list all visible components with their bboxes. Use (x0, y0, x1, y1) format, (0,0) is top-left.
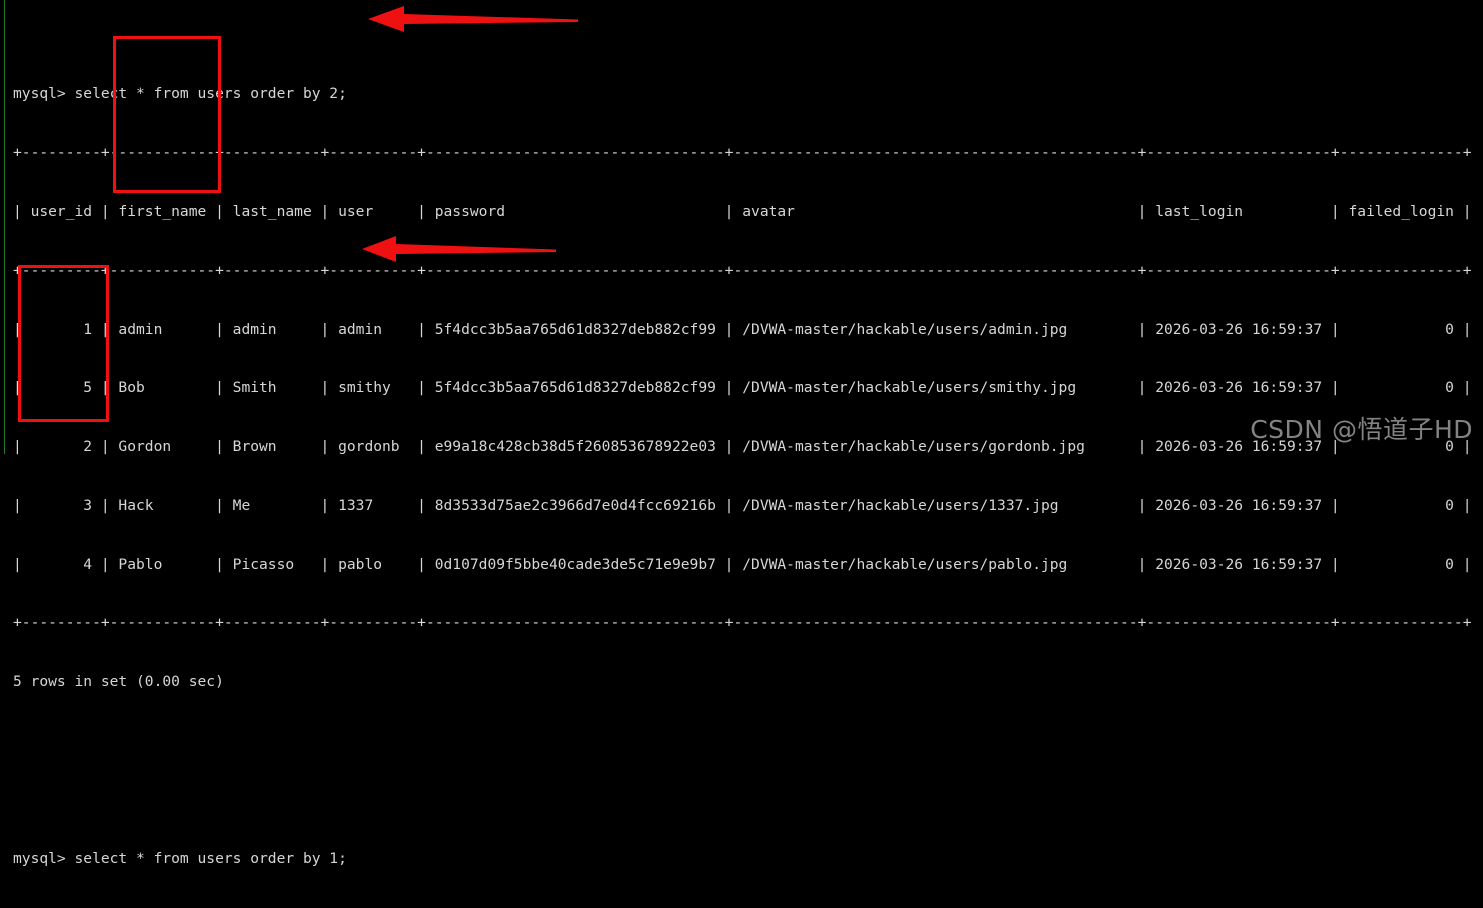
mysql-prompt-line-1: mysql> select * from users order by 2; (13, 85, 347, 103)
terminal-left-edge (4, 0, 5, 454)
mysql-prompt-line-2: mysql> select * from users order by 1; (13, 849, 347, 867)
table1-status-line: 5 rows in set (0.00 sec) (13, 673, 224, 691)
table-row: | 2 | Gordon | Brown | gordonb | e99a18c… (13, 438, 1472, 456)
table1-rule-top: +---------+------------+-----------+----… (13, 144, 1472, 162)
table1-rule-bottom: +---------+------------+-----------+----… (13, 614, 1472, 632)
table2-rule-top: +---------+------------+-----------+----… (13, 907, 1483, 908)
table-row: | 3 | Hack | Me | 1337 | 8d3533d75ae2c39… (13, 496, 1472, 514)
table1-rule-mid: +---------+------------+-----------+----… (13, 261, 1472, 279)
table1-header-row: | user_id | first_name | last_name | use… (13, 202, 1472, 220)
table-row: | 5 | Bob | Smith | smithy | 5f4dcc3b5aa… (13, 379, 1472, 397)
terminal-console-output[interactable]: mysql> select * from users order by 2; +… (13, 6, 1483, 908)
terminal-window: mysql> select * from users order by 2; +… (4, 0, 1473, 867)
blank-separator-line (13, 751, 1483, 771)
csdn-watermark: CSDN @悟道子HD (1250, 415, 1473, 444)
table-row: | 4 | Pablo | Picasso | pablo | 0d107d09… (13, 555, 1472, 573)
table-row: | 1 | admin | admin | admin | 5f4dcc3b5a… (13, 320, 1472, 338)
